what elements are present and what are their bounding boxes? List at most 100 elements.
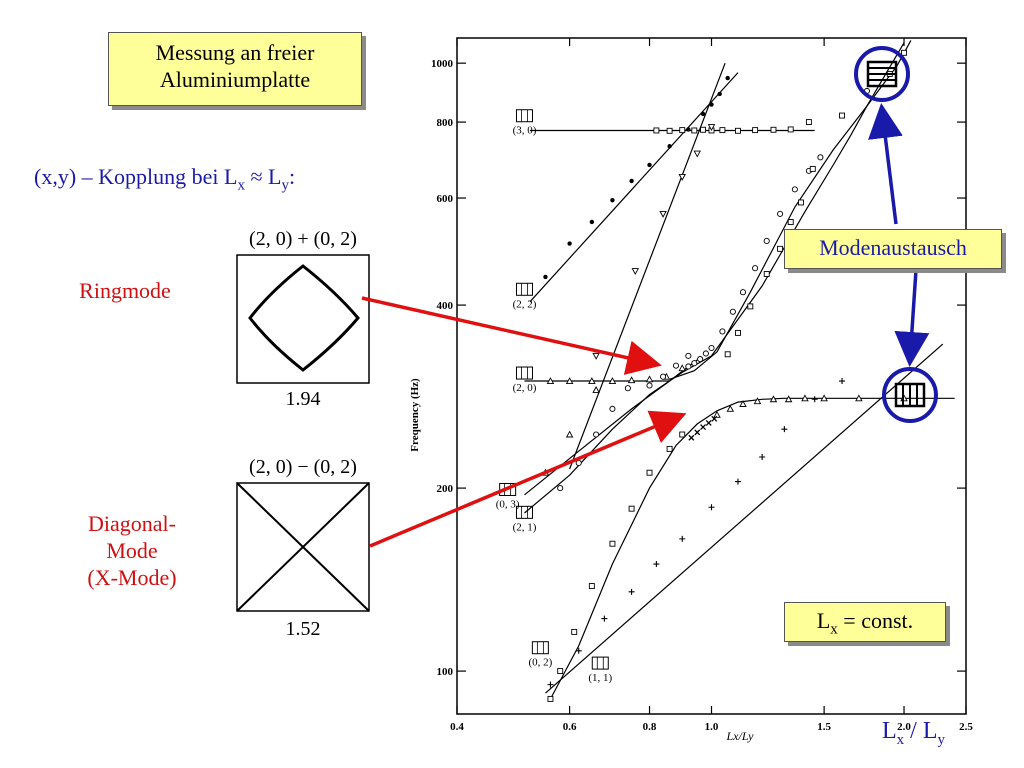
title-line-1: Messung an freier <box>155 40 315 65</box>
data-point <box>729 308 736 315</box>
ratio-mid: / L <box>904 718 938 744</box>
data-point <box>739 289 747 296</box>
y-tick-label: 1000 <box>431 58 454 70</box>
mode-label: (1, 1) <box>588 656 613 684</box>
mode-label-icon <box>531 641 549 655</box>
data-point <box>787 219 794 225</box>
data-point <box>646 382 653 389</box>
trend-line <box>569 62 726 470</box>
data-point <box>820 394 828 402</box>
ratio-sub-x: x <box>896 731 905 748</box>
data-point <box>546 377 555 384</box>
trend-line <box>545 343 944 694</box>
data-point <box>629 178 634 184</box>
data-point <box>592 386 600 393</box>
data-point <box>646 469 653 476</box>
x-tick-label: 2.5 <box>959 721 973 733</box>
data-point <box>700 111 706 117</box>
diagonal-line-a: Diagonal- <box>88 511 176 536</box>
mode-label-text: (2, 1) <box>513 521 537 533</box>
data-point <box>713 410 721 418</box>
data-point <box>781 426 788 433</box>
mode-label-icon <box>499 482 517 496</box>
data-point <box>708 344 715 352</box>
data-point <box>688 434 695 441</box>
data-point <box>624 385 631 392</box>
x-tick-label: 0.6 <box>563 721 577 733</box>
data-point <box>855 394 863 402</box>
data-point <box>739 400 747 407</box>
data-point <box>685 363 692 370</box>
mode-label: (2, 2) <box>513 282 537 310</box>
coupling-sub-y: y <box>281 177 289 194</box>
data-point <box>719 127 726 134</box>
data-point <box>839 112 845 119</box>
diagonal-line-c: (X-Mode) <box>87 565 177 590</box>
data-point <box>700 126 706 133</box>
data-point <box>763 271 770 277</box>
data-point <box>717 91 722 97</box>
coupling-heading: (x,y) – Kopplung bei Lx ≈ Ly: <box>34 164 374 194</box>
x-tick-label: 1.0 <box>705 721 719 733</box>
data-point <box>691 127 698 134</box>
data-point <box>653 127 660 134</box>
ringmode-label: Ringmode <box>79 278 171 303</box>
mode-label-icon <box>515 366 533 380</box>
data-point <box>697 356 704 363</box>
mode-label-text: (3, 0) <box>513 125 537 137</box>
y-tick-label: 100 <box>437 666 454 678</box>
mode-labels: (3, 0)(2, 2)(2, 0)(0, 3)(2, 1)(0, 2)(1, … <box>496 109 613 684</box>
data-point <box>667 144 672 149</box>
data-point <box>575 459 582 466</box>
data-point <box>565 377 574 384</box>
x-tick-label: 2.0 <box>897 721 911 733</box>
ratio-l1: L <box>882 718 897 744</box>
mode-label: (3, 0) <box>513 109 537 137</box>
data-point <box>708 504 715 511</box>
data-point <box>628 588 635 595</box>
data-point <box>759 453 766 460</box>
data-point <box>705 419 712 426</box>
data-point <box>719 328 726 335</box>
data-point <box>694 429 701 436</box>
data-point <box>593 431 600 438</box>
data-point <box>811 396 818 403</box>
data-point <box>589 219 595 225</box>
mode-label: (0, 2) <box>528 641 553 669</box>
data-point <box>886 70 893 77</box>
mode-label-text: (2, 0) <box>513 382 537 394</box>
mode-label-text: (1, 1) <box>588 672 612 684</box>
data-point <box>735 127 741 134</box>
data-point <box>628 505 635 512</box>
mode-label-icon <box>591 656 609 670</box>
data-point <box>784 395 793 403</box>
data-point <box>801 394 809 402</box>
trend-lines <box>524 40 955 700</box>
data-point <box>541 468 550 476</box>
trend-line <box>711 42 905 357</box>
mode-label: (2, 1) <box>513 505 537 533</box>
data-point <box>557 485 564 492</box>
data-point <box>609 405 616 412</box>
mode-label: (2, 0) <box>513 366 537 394</box>
y-tick-label: 200 <box>437 483 454 495</box>
data-point <box>686 127 691 132</box>
diagonal-value: 1.52 <box>285 618 321 640</box>
diagonal-mode-label: Diagonal- Mode (X-Mode) <box>62 510 202 591</box>
data-point <box>725 75 730 81</box>
coupling-suffix: : <box>288 164 296 189</box>
data-point <box>691 360 698 367</box>
data-point <box>839 378 846 385</box>
data-point <box>547 695 554 702</box>
data-point <box>647 162 652 168</box>
y-tick-label: 400 <box>437 300 454 312</box>
data-point <box>679 431 686 438</box>
data-point <box>645 375 654 383</box>
x-tick-label: 1.5 <box>817 721 831 733</box>
mode-label-text: (0, 2) <box>528 657 552 669</box>
title-box: Messung an freier Aluminiumplatte <box>108 32 362 106</box>
data-point <box>557 668 564 675</box>
data-point <box>678 364 686 372</box>
y-tick-label: 800 <box>437 117 454 129</box>
x-tick-label: 0.8 <box>643 721 657 733</box>
